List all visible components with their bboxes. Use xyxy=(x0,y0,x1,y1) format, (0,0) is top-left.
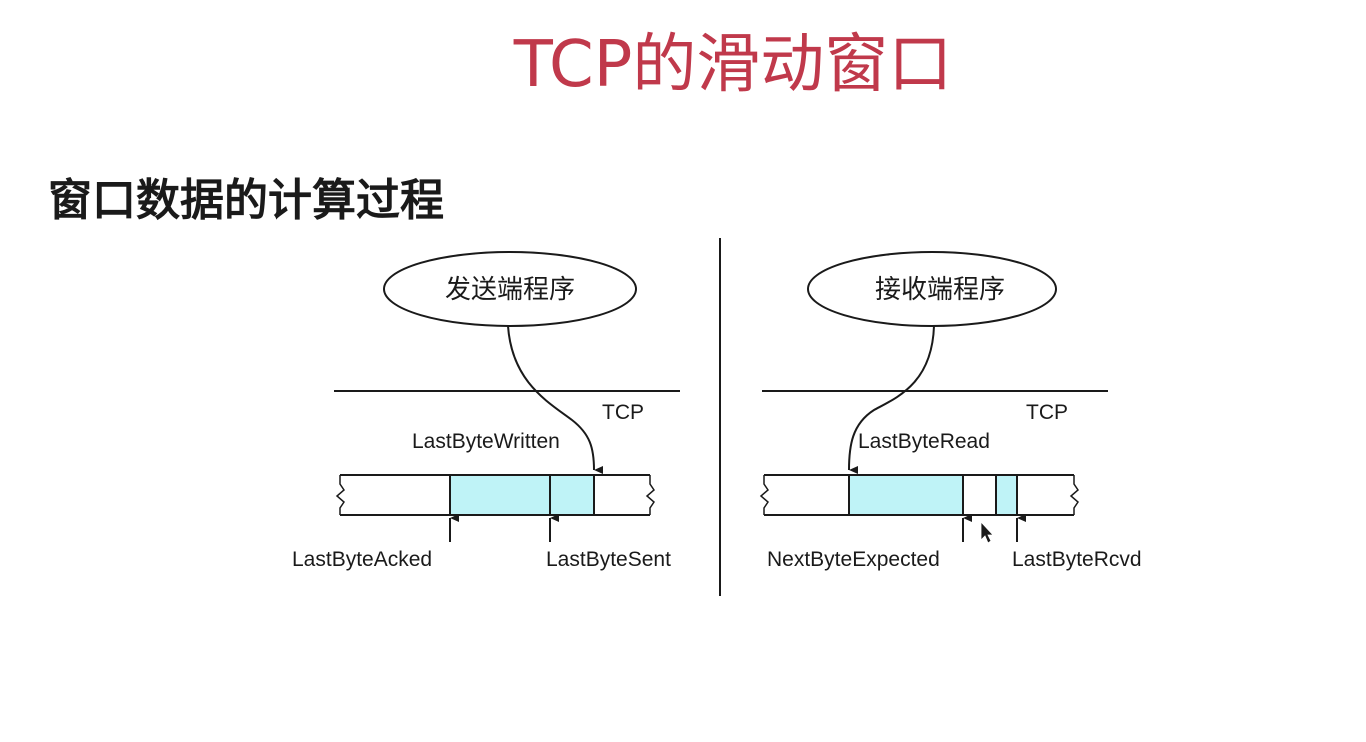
last-byte-acked-label: LastByteAcked xyxy=(292,548,432,571)
receiver-panel: 接收端程序 TCP LastByteRead NextByteExpected … xyxy=(759,251,1142,571)
sender-write-arrow xyxy=(507,325,604,474)
slide-title: TCP的滑动窗口 xyxy=(513,28,953,102)
receiver-program-ellipse xyxy=(807,251,1057,327)
receiver-buffer-right-break xyxy=(1069,475,1079,515)
receiver-buffer-left-break xyxy=(759,475,769,515)
sender-program-ellipse xyxy=(383,251,637,327)
sender-panel: 发送端程序 TCP LastByteWritten LastByteAcked … xyxy=(292,251,680,571)
last-byte-rcvd-label: LastByteRcvd xyxy=(1012,548,1142,571)
sender-buffer-filled xyxy=(450,475,594,515)
receiver-program-label: 接收端程序 xyxy=(875,275,1005,305)
sender-buffer-left-break xyxy=(335,475,345,515)
next-byte-expected-label: NextByteExpected xyxy=(767,548,940,571)
section-subtitle: 窗口数据的计算过程 xyxy=(48,175,444,226)
last-byte-read-label: LastByteRead xyxy=(858,430,990,453)
last-byte-written-label: LastByteWritten xyxy=(412,430,560,453)
sender-tcp-label: TCP xyxy=(602,401,644,424)
receiver-read-arrow xyxy=(848,325,935,475)
receiver-buffer-filled xyxy=(849,475,963,515)
mouse-cursor-icon xyxy=(980,520,994,544)
sender-buffer-right-break xyxy=(645,475,655,515)
last-byte-sent-label: LastByteSent xyxy=(546,548,671,571)
receiver-tcp-label: TCP xyxy=(1026,401,1068,424)
receiver-buffer-out-of-order xyxy=(996,475,1017,515)
sender-program-label: 发送端程序 xyxy=(445,275,575,305)
